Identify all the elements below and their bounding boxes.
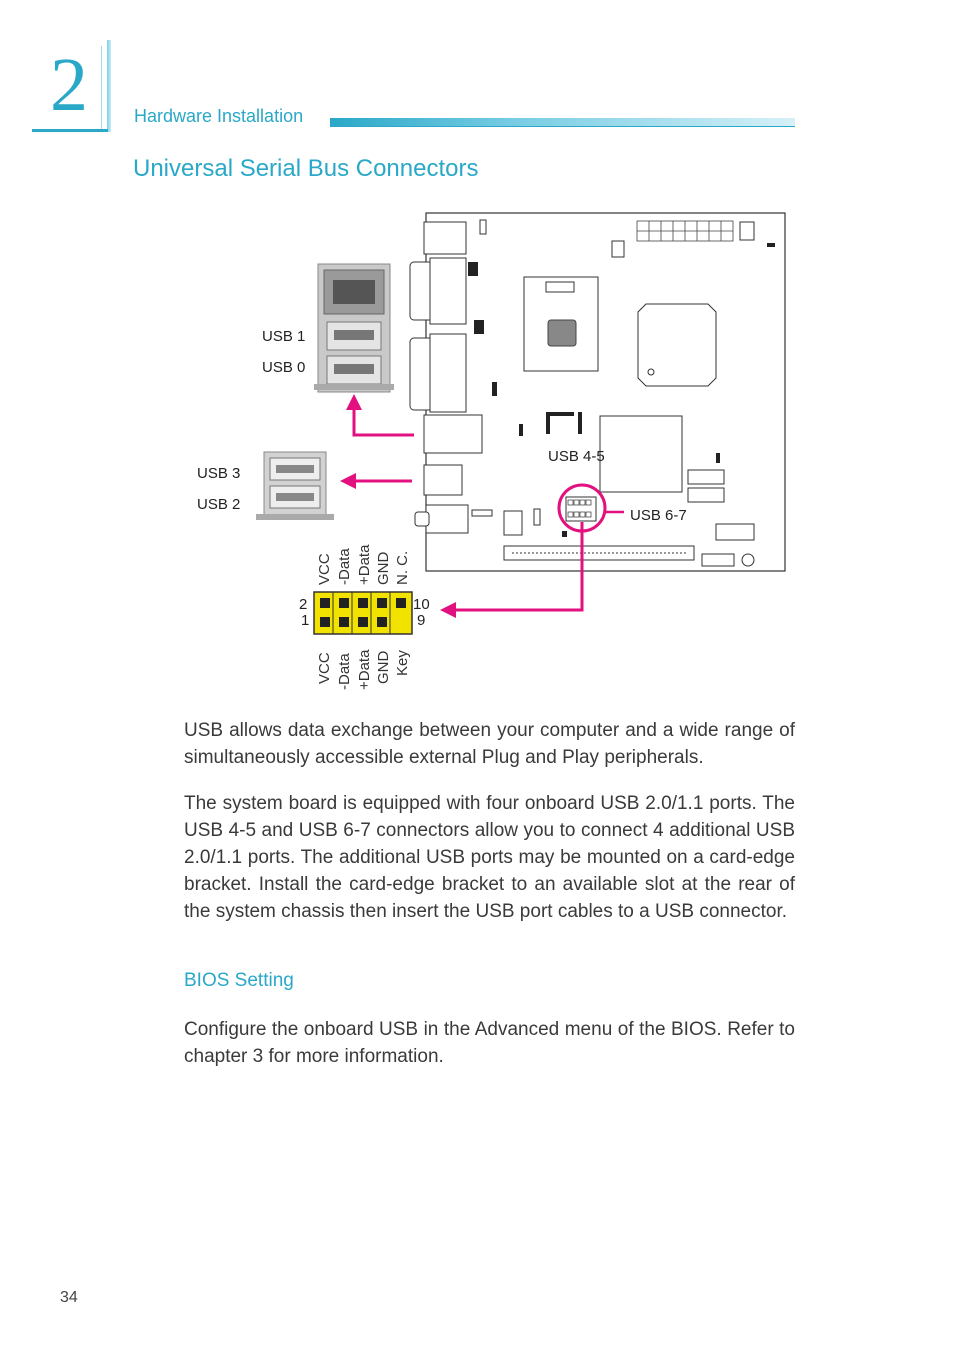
pin-label-top-minus-data: -Data (336, 548, 353, 585)
label-usb67: USB 6-7 (630, 507, 687, 524)
pci-slot (503, 545, 695, 561)
arrows (352, 406, 584, 612)
header-horizontal-rule-left (32, 129, 108, 132)
ide-header (715, 523, 755, 541)
fan-header (739, 221, 755, 241)
usb-connector-diagram: USB 1 USB 0 USB 3 USB 2 USB 4-5 USB 6-7 … (197, 212, 786, 690)
cpu-die (547, 319, 577, 347)
ps2-block (423, 221, 467, 255)
lan-usb-block (423, 414, 483, 454)
chapter-number: 2 (50, 43, 88, 127)
sata-1 (687, 469, 725, 485)
header-vertical-rule (107, 40, 111, 132)
arrow-head-usb01 (346, 394, 362, 410)
label-usb2: USB 2 (197, 496, 241, 513)
pin-label-top-gnd: GND (375, 551, 392, 585)
atx-power-header (636, 220, 734, 242)
usb45-highlight-circle (557, 483, 607, 533)
label-usb1: USB 1 (262, 328, 306, 345)
paragraph-bios: Configure the onboard USB in the Advance… (184, 1019, 795, 1067)
header-bar-underline (330, 126, 795, 127)
label-usb0: USB 0 (262, 359, 306, 376)
pin-label-top-plus-data: +Data (356, 544, 373, 585)
motherboard-illustration (256, 212, 786, 635)
paragraph-onboard-usb: The system board is equipped with four o… (184, 793, 795, 922)
jumper-1 (479, 219, 487, 235)
header-vertical-rule-thin (101, 46, 102, 132)
usb-pin-header (313, 591, 413, 635)
label-usb3: USB 3 (197, 465, 241, 482)
mosfets (546, 412, 582, 434)
section-title: Universal Serial Bus Connectors (133, 155, 479, 182)
usb-23-block (423, 464, 463, 496)
pin-number-1: 1 (301, 612, 310, 629)
usb01-photo (314, 263, 394, 393)
jumper-group (468, 262, 523, 436)
paragraph-usb-intro: USB allows data exchange between your co… (184, 720, 795, 768)
small-header (611, 240, 625, 258)
pin-label-top-vcc: VCC (316, 553, 333, 585)
usb23-photo (256, 451, 334, 520)
southbridge-chip (599, 415, 683, 493)
pin-label-bottom-gnd: GND (375, 650, 392, 684)
pin-label-bottom-key: Key (394, 650, 411, 676)
northbridge-chip (637, 303, 717, 387)
pin-label-top-nc: N. C. (394, 550, 411, 585)
pin-number-9: 9 (417, 612, 426, 629)
bios-setting-heading: BIOS Setting (184, 970, 294, 991)
pin-number-10: 10 (413, 596, 430, 613)
arrow-head-usb23 (340, 473, 356, 489)
chapter-label: Hardware Installation (134, 106, 304, 126)
audio-block (425, 504, 469, 534)
page-number: 34 (60, 1289, 78, 1306)
header-gradient-bar (330, 118, 795, 126)
arrow-head-pins (440, 602, 456, 618)
pin-number-2: 2 (299, 596, 308, 613)
smd-part (767, 243, 775, 247)
pin-label-bottom-vcc: VCC (316, 652, 333, 684)
pin-label-bottom-minus-data: -Data (336, 653, 353, 690)
sata-2 (687, 487, 725, 503)
board-outline (425, 212, 786, 572)
usb45-header-outline (565, 496, 597, 522)
front-panel-header (503, 510, 523, 536)
label-usb45: USB 4-5 (548, 448, 605, 465)
pin-label-bottom-plus-data: +Data (356, 649, 373, 690)
